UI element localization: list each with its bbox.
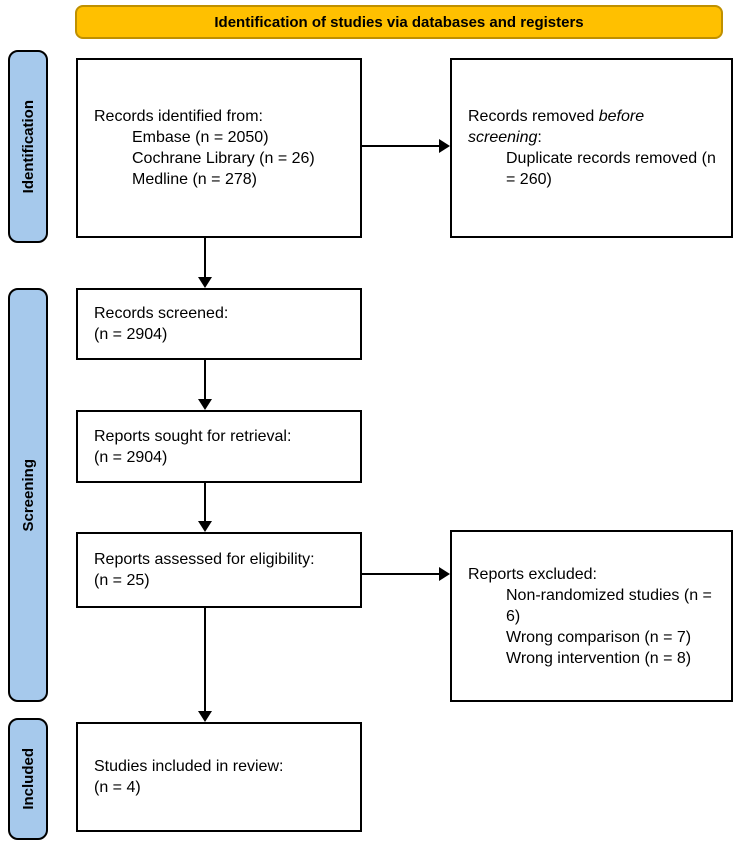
reports-excluded-title: Reports excluded: [468, 565, 597, 583]
arrowhead-right-icon [439, 139, 450, 153]
arrow-shaft [204, 608, 206, 713]
reports-assessed-line: Reports assessed for eligibility: [94, 551, 315, 568]
banner-title: Identification of studies via databases … [75, 5, 723, 39]
arrowhead-right-icon [439, 567, 450, 581]
records-removed-title-italic: before screening [468, 108, 645, 146]
reports-sought-count: (n = 2904) [94, 448, 168, 466]
records-removed-title-prefix: Records removed [468, 108, 599, 125]
records-identified-item: Cochrane Library (n = 26) [132, 150, 315, 167]
arrow-identified-to-removed [362, 139, 450, 153]
stage-identification-label: Identification [19, 99, 37, 194]
arrow-shaft [204, 360, 206, 401]
stage-screening: Screening [8, 288, 48, 702]
arrow-assessed-to-excluded [362, 567, 450, 581]
records-screened-box: Records screened: (n = 2904) [76, 288, 362, 360]
reports-excluded-box: Reports excluded: Non-randomized studies… [450, 530, 733, 702]
records-identified-item: Medline (n = 278) [132, 171, 257, 188]
arrowhead-down-icon [198, 399, 212, 410]
records-removed-title-suffix: : [537, 129, 542, 146]
arrow-shaft [362, 145, 441, 147]
records-screened-line: Records screened: [94, 305, 229, 322]
studies-included-line: Studies included in review: [94, 758, 284, 775]
arrowhead-down-icon [198, 711, 212, 722]
arrow-identified-to-screened [198, 238, 212, 288]
reports-excluded-item: Non-randomized studies (n = 6) [506, 586, 712, 625]
stage-included-label: Included [19, 748, 37, 810]
stage-screening-label: Screening [19, 458, 37, 532]
studies-included-box: Studies included in review: (n = 4) [76, 722, 362, 832]
records-removed-box: Records removed before screening: Duplic… [450, 58, 733, 238]
records-screened-count: (n = 2904) [94, 326, 168, 343]
arrowhead-down-icon [198, 277, 212, 288]
records-identified-title: Records identified from: [94, 108, 263, 125]
reports-excluded-item: Wrong comparison (n = 7) [506, 628, 692, 646]
records-identified-item: Embase (n = 2050) [132, 129, 269, 146]
stage-identification: Identification [8, 50, 48, 243]
arrow-screened-to-sought [198, 360, 212, 410]
arrow-shaft [204, 238, 206, 279]
arrowhead-down-icon [198, 521, 212, 532]
records-removed-title: Records removed before screening: [468, 106, 673, 148]
reports-assessed-count: (n = 25) [94, 572, 150, 589]
reports-excluded-item: Wrong intervention (n = 8) [506, 649, 692, 667]
records-identified-box: Records identified from: Embase (n = 205… [76, 58, 362, 238]
studies-included-count: (n = 4) [94, 779, 141, 796]
reports-sought-line: Reports sought for retrieval: [94, 427, 292, 445]
records-removed-item: Duplicate records removed (n = 260) [506, 150, 716, 188]
reports-assessed-box: Reports assessed for eligibility: (n = 2… [76, 532, 362, 608]
reports-sought-box: Reports sought for retrieval: (n = 2904) [76, 410, 362, 483]
arrow-assessed-to-included [198, 608, 212, 722]
stage-included: Included [8, 718, 48, 840]
arrow-sought-to-assessed [198, 483, 212, 532]
arrow-shaft [362, 573, 441, 575]
arrow-shaft [204, 483, 206, 523]
